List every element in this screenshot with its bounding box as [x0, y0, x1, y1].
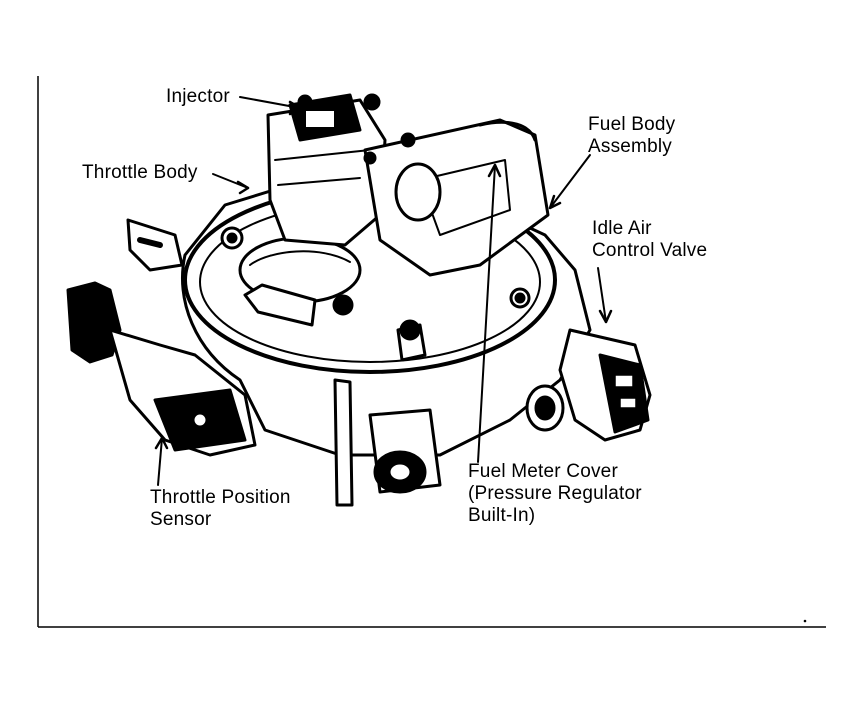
fuel-inlet-port — [394, 162, 442, 222]
label-fmc-line1: Fuel Meter Cover — [468, 461, 618, 482]
label-fuel-meter-cover: Fuel Meter Cover (Pressure Regulator Bui… — [468, 461, 642, 527]
label-injector-text: Injector — [166, 86, 230, 107]
label-throttle-position-sensor: Throttle Position Sensor — [150, 487, 291, 531]
speck-mark — [803, 619, 807, 623]
leader-tps — [157, 437, 163, 486]
leader-injector — [239, 96, 301, 109]
label-injector: Injector — [166, 86, 230, 108]
leader-iac — [597, 267, 607, 323]
label-fmc-line2: (Pressure Regulator — [468, 483, 642, 504]
label-tps-line2: Sensor — [150, 509, 212, 530]
throttle-plate — [243, 283, 317, 327]
label-throttle-body: Throttle Body — [82, 162, 198, 184]
fuel-body-tower — [266, 98, 387, 247]
label-iac-line1: Idle Air — [592, 218, 652, 239]
label-fuel-body-line2: Assembly — [588, 136, 672, 157]
linkage-rod — [333, 378, 354, 507]
label-tps-line1: Throttle Position — [150, 487, 291, 508]
leader-fuel-meter-cover — [477, 164, 496, 463]
throttle-body-unit-illustration — [66, 93, 652, 507]
tps-connector — [66, 281, 122, 364]
label-fmc-line3: Built-In) — [468, 505, 536, 526]
label-throttle-body-text: Throttle Body — [82, 162, 198, 183]
label-idle-air-control-valve: Idle Air Control Valve — [592, 218, 707, 262]
label-fuel-body-line1: Fuel Body — [588, 114, 676, 135]
label-iac-line2: Control Valve — [592, 240, 708, 261]
callout-leaders — [154, 96, 613, 486]
label-fuel-body-assembly: Fuel Body Assembly — [588, 114, 675, 158]
leader-fuel-body — [549, 154, 591, 209]
